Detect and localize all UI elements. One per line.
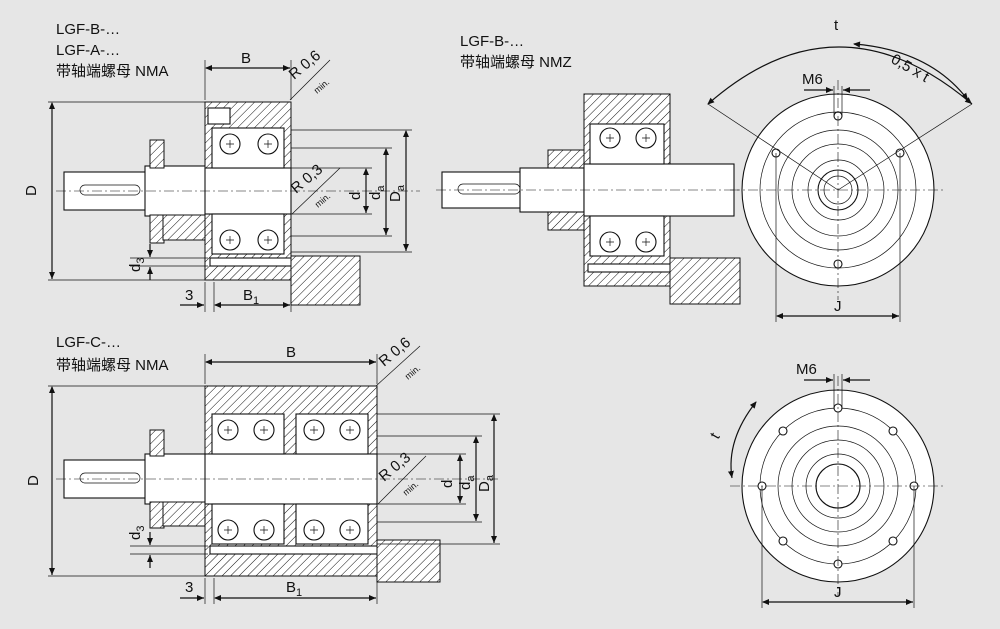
nut-c-hatch-top bbox=[149, 429, 165, 457]
dim-c-r03-min: min. bbox=[401, 479, 420, 498]
caption-line-2: LGF-A-… bbox=[56, 42, 120, 59]
bolt-head bbox=[207, 107, 231, 125]
dim-r06-min: min. bbox=[312, 77, 331, 96]
dim-c-d3: d3 bbox=[127, 526, 147, 540]
dim-3: 3 bbox=[185, 287, 193, 304]
dim-c-d-outer: D bbox=[25, 475, 42, 486]
dim-Da: Da bbox=[387, 184, 407, 202]
view-top-left: LGF-B-… LGF-A-… 带轴端螺母 NMA B bbox=[23, 21, 420, 312]
dim-t: t bbox=[834, 17, 839, 34]
dim-r03: R 0,3 bbox=[288, 161, 326, 197]
nut-c-hatch-bottom bbox=[149, 501, 165, 529]
dim-m6: M6 bbox=[802, 71, 823, 88]
dim-d-bore: d bbox=[347, 192, 364, 200]
keyway bbox=[79, 184, 141, 196]
keyway-c bbox=[79, 472, 141, 484]
dim-c-t: t bbox=[707, 429, 724, 442]
dim-c-r06-min: min. bbox=[403, 363, 422, 382]
dim-c-b: B bbox=[286, 344, 296, 361]
view-top-right: t 0,5 x t M6 J bbox=[707, 17, 973, 322]
dim-da: da bbox=[367, 185, 387, 200]
caption-c-1: LGF-C-… bbox=[56, 334, 121, 351]
view-bottom-right: M6 t J bbox=[707, 361, 946, 608]
caption-nmz-2: 带轴端螺母 NMZ bbox=[460, 54, 572, 71]
caption-line-1: LGF-B-… bbox=[56, 21, 120, 38]
hole-c-5 bbox=[778, 536, 788, 546]
dim-c-b1: B1 bbox=[286, 579, 302, 599]
dim-j: J bbox=[834, 298, 842, 315]
view-top-middle: LGF-B-… 带轴端螺母 NMZ bbox=[436, 33, 741, 305]
dim-c-m6: M6 bbox=[796, 361, 817, 378]
mounting-wall bbox=[290, 255, 361, 306]
clamp-hatch bbox=[162, 214, 208, 241]
nut-hatch-top bbox=[149, 139, 165, 169]
dim-c-d-bore: d bbox=[439, 480, 456, 488]
arc-half-t bbox=[853, 41, 969, 101]
dim-b1: B1 bbox=[243, 287, 259, 307]
caption-line-3: 带轴端螺母 NMA bbox=[56, 63, 169, 80]
arc-c-t bbox=[727, 401, 757, 479]
hole-c-4 bbox=[888, 426, 898, 436]
dim-c-j: J bbox=[834, 584, 842, 601]
dim-r06: R 0,6 bbox=[286, 47, 324, 83]
dim-d-outer: D bbox=[23, 185, 40, 196]
dim-b: B bbox=[241, 50, 251, 67]
dim-r03-min: min. bbox=[313, 191, 332, 210]
dim-c-da: da bbox=[457, 475, 477, 490]
nut-hatch-bottom bbox=[149, 214, 165, 244]
dim-c-Da: Da bbox=[476, 474, 496, 492]
hole-c-6 bbox=[888, 536, 898, 546]
wall-nmz bbox=[669, 257, 741, 305]
dim-c-3: 3 bbox=[185, 579, 193, 596]
dim-c-r06: R 0,6 bbox=[376, 334, 414, 370]
caption-nmz-1: LGF-B-… bbox=[460, 33, 524, 50]
clamp-c-hatch bbox=[162, 501, 208, 527]
wall-c bbox=[376, 539, 441, 583]
hole-c-3 bbox=[778, 426, 788, 436]
view-bottom-left: LGF-C-… 带轴端螺母 NMA B R 0,6 min. bbox=[25, 334, 500, 604]
caption-c-2: 带轴端螺母 NMA bbox=[56, 357, 169, 374]
dim-d3: d3 bbox=[127, 258, 147, 272]
dim-c-r03: R 0,3 bbox=[376, 449, 414, 485]
